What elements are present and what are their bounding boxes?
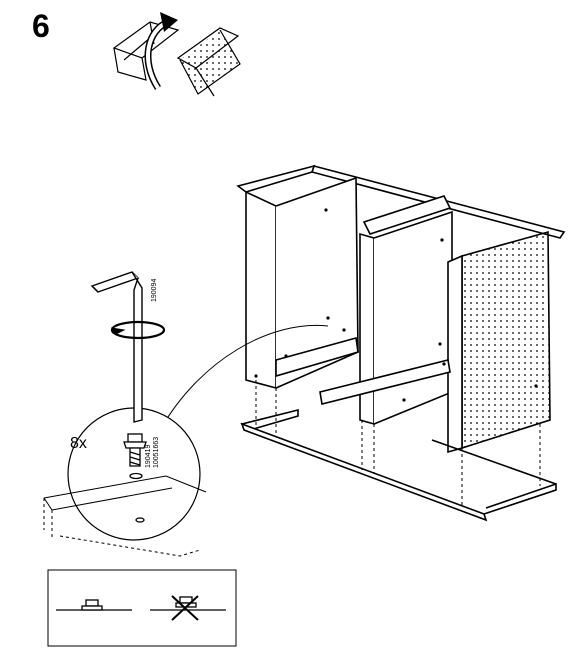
- screw-code-2: 10051663: [153, 437, 160, 468]
- allen-key-icon: [90, 271, 143, 423]
- screw-code-1: 190419: [145, 445, 152, 468]
- detail-callout: [43, 407, 207, 557]
- tightening-guide-box: [47, 569, 237, 647]
- furniture-frame-drawing: [236, 164, 566, 522]
- screw-flush-correct-icon: [56, 599, 132, 611]
- step-number: 6: [32, 8, 50, 44]
- quantity-label: 8x: [70, 435, 87, 452]
- allen-key-code: 190094: [151, 279, 158, 302]
- flip-furniture-icon: [112, 12, 241, 97]
- rotate-clockwise-icon: [110, 320, 166, 340]
- screw-icon: [123, 433, 147, 523]
- callout-connector: [159, 324, 329, 431]
- screw-protruding-incorrect-icon: [150, 595, 226, 621]
